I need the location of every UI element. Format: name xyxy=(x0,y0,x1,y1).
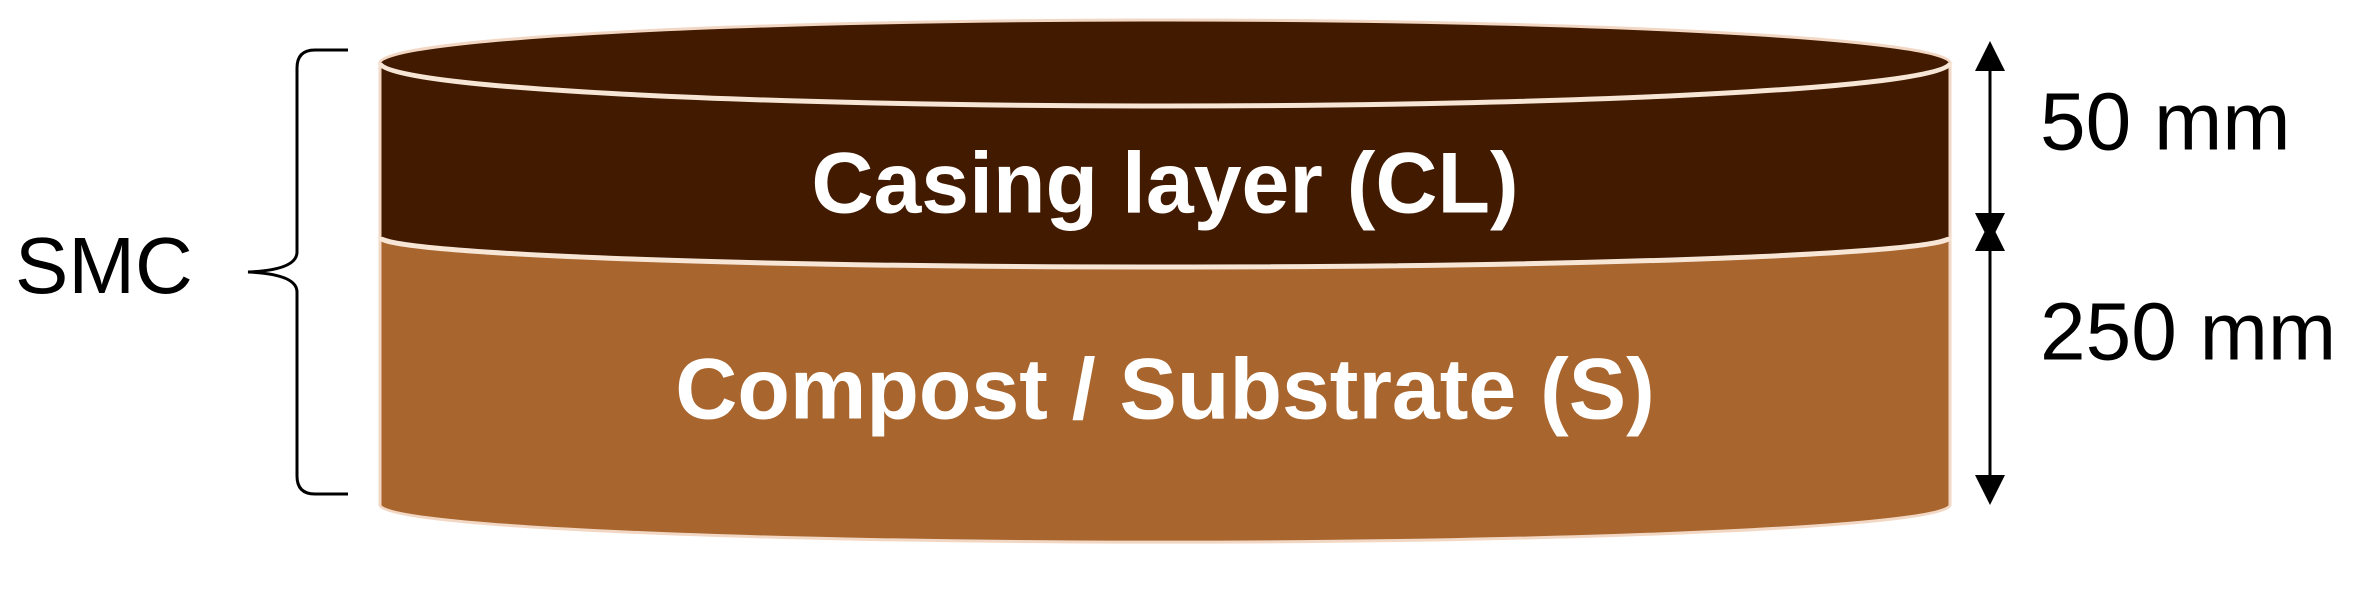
curly-brace-icon xyxy=(247,48,348,496)
dimension-indicators: 50 mm 250 mm xyxy=(1975,41,2336,505)
casing-layer: Casing layer (CL) xyxy=(377,18,1953,270)
casing-thickness-label: 50 mm xyxy=(2040,77,2291,168)
compost-layer-label: Compost / Substrate (S) xyxy=(675,342,1655,438)
compost-layer: Compost / Substrate (S) xyxy=(378,235,1952,544)
compost-layer-body xyxy=(378,235,1952,544)
casing-layer-label: Casing layer (CL) xyxy=(811,136,1518,232)
top-rim-highlight xyxy=(377,62,1953,109)
layer-interface-line xyxy=(377,235,1953,270)
smc-label: SMC xyxy=(15,221,193,310)
compost-thickness-label: 250 mm xyxy=(2040,287,2336,378)
smc-bracket: SMC xyxy=(15,48,348,496)
